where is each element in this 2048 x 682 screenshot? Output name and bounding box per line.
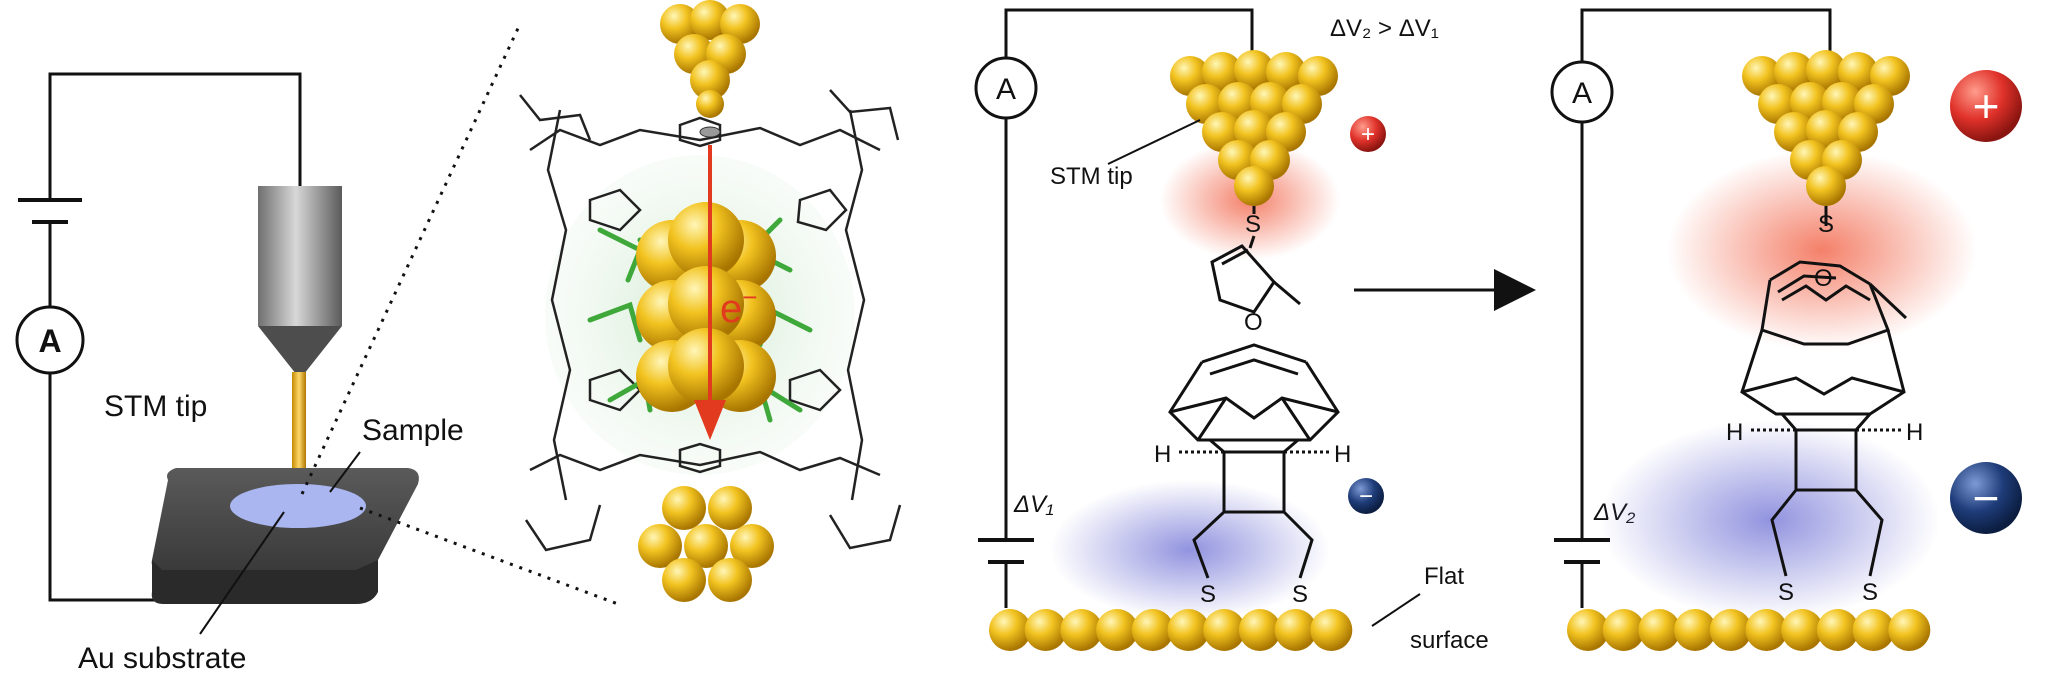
flat-gold-surface <box>989 609 1353 651</box>
battery-icon <box>978 538 1034 564</box>
gold-surface-atom <box>989 609 1031 651</box>
svg-text:−: − <box>1973 472 2000 524</box>
gold-surface-atom <box>1310 609 1353 651</box>
gold-atom-chain <box>636 202 776 412</box>
gold-surface-atom <box>1816 609 1859 651</box>
gold-surface-atom <box>1709 609 1752 651</box>
gold-surface-atom <box>1238 609 1281 651</box>
circuit-wire <box>1580 8 1832 540</box>
hydrogen-atom: H <box>1906 419 1923 446</box>
stm-tip-gold-pyramid <box>1742 50 1910 206</box>
hydrogen-atom: H <box>1726 419 1743 446</box>
ammeter-icon: A <box>974 56 1038 120</box>
molecule-cycloadduct <box>1740 206 1908 577</box>
top-gold-cluster <box>660 0 760 138</box>
ammeter-label: A <box>996 73 1016 106</box>
voltage-condition: ΔV₂ > ΔV₁ <box>1330 15 1439 42</box>
ammeter-label: A <box>38 323 61 359</box>
gold-surface-atom <box>1203 609 1246 651</box>
molecule-furan-adduct <box>1168 206 1340 579</box>
svg-text:−: − <box>1359 483 1373 510</box>
flat-surface-label: surface <box>1410 627 1489 654</box>
panel-molecular-cage: e− <box>519 0 902 602</box>
gold-surface-atom <box>1567 609 1609 651</box>
svg-text:e−: e− <box>720 282 757 331</box>
oxygen-atom: O <box>1244 309 1263 336</box>
sulfur-atom: S <box>1778 579 1794 606</box>
gold-surface-atom <box>1602 609 1645 651</box>
gold-surface-atom <box>1888 609 1931 651</box>
ammeter-label: A <box>1572 77 1592 110</box>
flat-surface-label: Flat <box>1424 563 1464 590</box>
panel-stm-setup: A STM tip Sample Au substrate <box>15 23 619 675</box>
au-substrate-label: Au substrate <box>78 642 246 675</box>
svg-text:+: + <box>1973 80 2000 132</box>
sulfur-atom: S <box>1862 579 1878 606</box>
sample-spot <box>230 484 366 528</box>
zoom-line <box>300 23 522 495</box>
sample-label: Sample <box>362 414 464 447</box>
gold-surface-atom <box>1274 609 1317 651</box>
stm-tip-label: STM tip <box>104 390 207 423</box>
svg-text:+: + <box>1361 121 1375 148</box>
gold-surface-atom <box>1096 609 1139 651</box>
hydrogen-atom: H <box>1154 441 1171 468</box>
flat-gold-surface <box>1567 609 1931 651</box>
sulfur-atom: S <box>1245 211 1261 238</box>
gold-surface-atom <box>1060 609 1103 651</box>
gold-surface-atom <box>1167 609 1210 651</box>
ammeter-icon: A <box>15 305 85 375</box>
negative-charge-icon: − <box>1348 478 1384 514</box>
hydrogen-atom: H <box>1334 441 1351 468</box>
positive-charge-icon: + <box>1950 70 2022 142</box>
electron-charge: − <box>742 282 757 312</box>
gold-surface-atom <box>1852 609 1895 651</box>
electron-label: e <box>720 287 742 331</box>
zoom-line <box>359 506 619 606</box>
ammeter-icon: A <box>1550 60 1614 124</box>
gold-surface-atom <box>1638 609 1681 651</box>
gold-surface-atom <box>1024 609 1067 651</box>
battery-icon <box>18 198 82 224</box>
gold-surface-atom <box>1674 609 1717 651</box>
cage-skeleton <box>519 89 902 552</box>
stm-tip-label: STM tip <box>1050 163 1133 190</box>
sulfur-atom: S <box>1292 581 1308 608</box>
panel-junction-before: A ΔV₁ ΔV₂ > ΔV₁ STM tip <box>974 8 1489 654</box>
oxygen-atom: O <box>1814 265 1833 292</box>
stm-tip-icon <box>258 186 342 502</box>
panel-junction-after: A ΔV₂ + − <box>1550 8 2022 651</box>
gold-surface-atom <box>1131 609 1174 651</box>
sulfur-atom: S <box>1200 581 1216 608</box>
circuit-wire <box>1004 8 1254 540</box>
circuit-wire <box>48 72 306 602</box>
sulfur-atom: S <box>1818 211 1834 238</box>
au-substrate-slab <box>151 468 419 604</box>
electron-arrow-head <box>694 400 726 440</box>
battery-icon <box>1554 538 1610 564</box>
voltage-label: ΔV₁ <box>1013 491 1054 518</box>
positive-charge-icon: + <box>1350 116 1386 152</box>
negative-charge-icon: − <box>1950 462 2022 534</box>
gold-surface-atom <box>1745 609 1788 651</box>
gold-surface-atom <box>1781 609 1824 651</box>
stm-tip-gold-pyramid <box>1170 50 1338 206</box>
bottom-gold-cluster <box>638 486 774 602</box>
